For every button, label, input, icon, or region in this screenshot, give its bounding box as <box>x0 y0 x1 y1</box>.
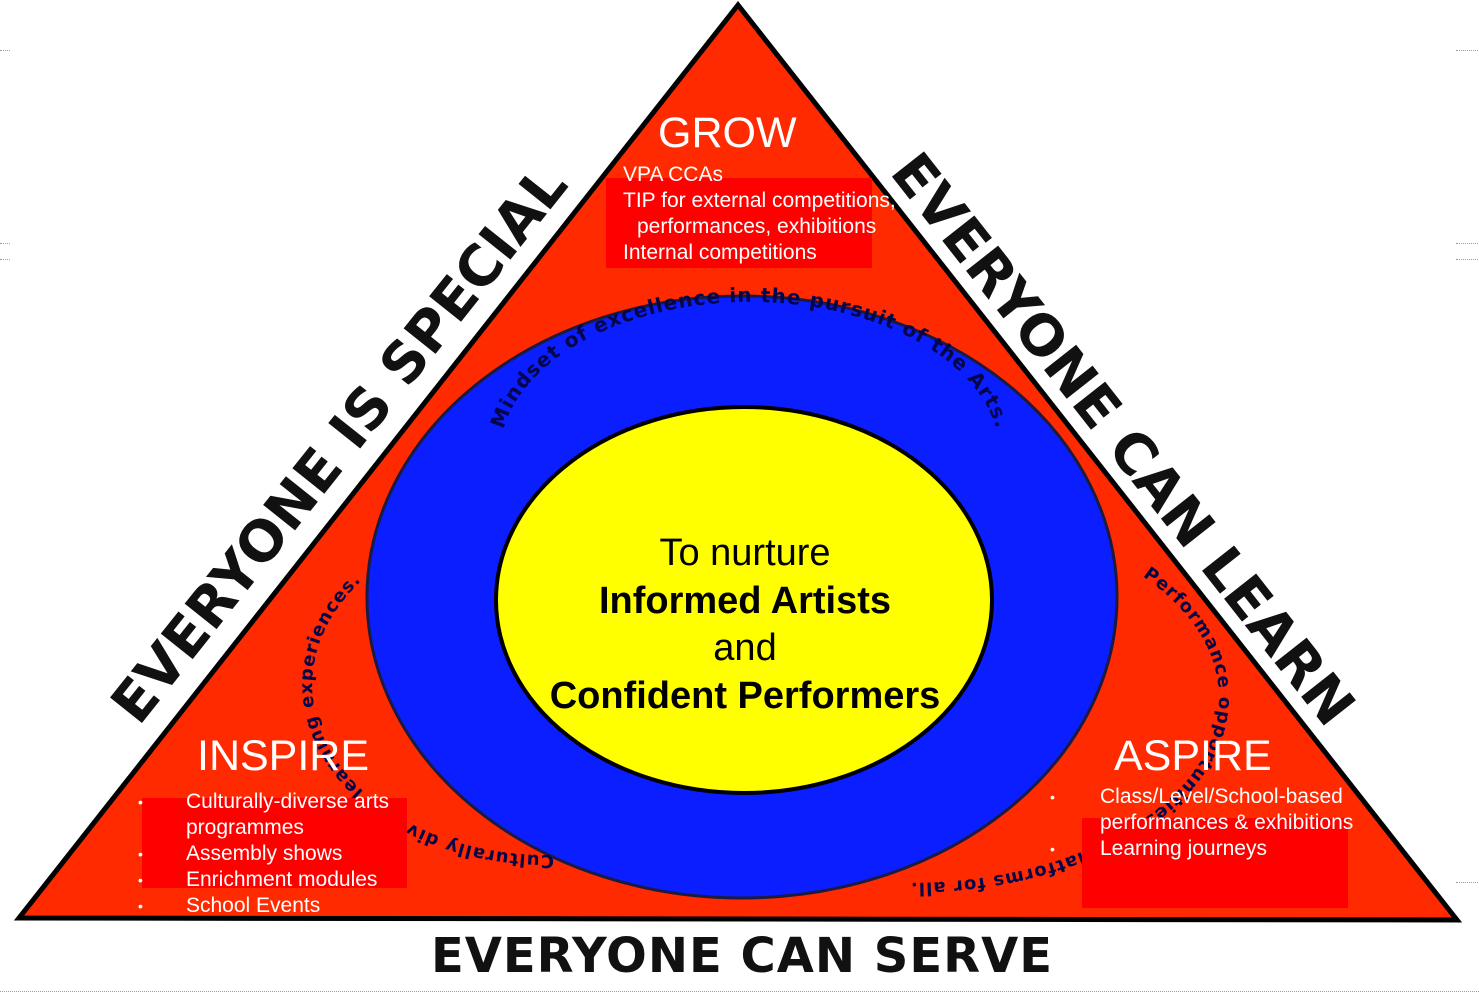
edge-guide <box>0 991 1479 992</box>
core-ellipse <box>494 405 994 795</box>
grow-highlight <box>606 178 872 268</box>
list-item: •Class/Level/School-based <box>1050 785 1343 808</box>
edge-guide <box>0 50 10 51</box>
grow-title: GROW <box>658 109 797 157</box>
core-line-1: To nurture <box>659 532 831 574</box>
inspire-highlight <box>142 798 407 888</box>
list-item: •Culturally-diverse arts <box>138 790 390 813</box>
bullet-icon: • <box>138 898 143 914</box>
core-statement: To nurture Informed Artists and Confiden… <box>520 530 970 720</box>
edge-guide <box>1456 259 1478 260</box>
list-item: •Learning journeys <box>1050 837 1267 860</box>
bullet-icon: • <box>1050 789 1055 805</box>
bullet-icon: • <box>1050 841 1055 857</box>
aspire-highlight <box>1082 818 1348 908</box>
edge-guide <box>1456 243 1478 244</box>
list-item: •School Events <box>138 894 321 917</box>
aspire-list: •Class/Level/School-based performances &… <box>1050 784 1380 862</box>
bullet-icon: • <box>138 794 143 810</box>
bullet-icon: • <box>138 846 143 862</box>
core-line-4: Confident Performers <box>549 674 941 717</box>
list-item: TIP for external competitions, <box>623 189 896 212</box>
aspire-title: ASPIRE <box>1114 732 1272 780</box>
inspire-title: INSPIRE <box>197 732 370 780</box>
list-item: performances & exhibitions <box>1100 811 1354 834</box>
inspire-list: •Culturally-diverse arts programmes •Ass… <box>138 789 426 919</box>
bullet-icon: • <box>138 872 143 888</box>
edge-guide <box>0 243 10 244</box>
list-item: Internal competitions <box>623 241 817 264</box>
list-item: VPA CCAs <box>623 163 723 186</box>
core-line-2: Informed Artists <box>598 579 892 622</box>
edge-guide <box>0 259 10 260</box>
core-line-3: and <box>713 627 777 669</box>
edge-guide <box>1456 882 1478 883</box>
edge-guide <box>1456 50 1478 51</box>
grow-list: VPA CCAs TIP for external competitions, … <box>623 162 923 266</box>
side-label-bottom: EVERYONE CAN SERVE <box>430 928 1054 984</box>
list-item: performances, exhibitions <box>637 215 877 238</box>
list-item: programmes <box>186 816 304 839</box>
list-item: •Assembly shows <box>138 842 343 865</box>
list-item: •Enrichment modules <box>138 868 378 891</box>
